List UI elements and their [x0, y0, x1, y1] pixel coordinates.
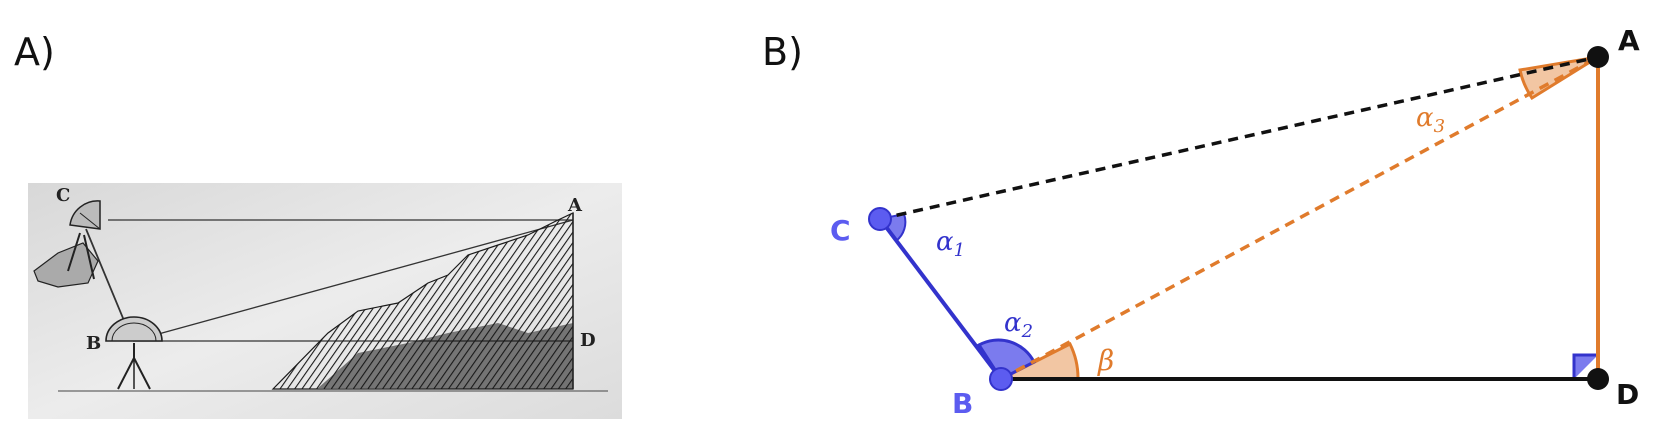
segment-ba [1000, 55, 1599, 381]
engraving-label-b: B [86, 333, 101, 354]
label-point-a: A [1618, 24, 1640, 57]
panel-b-label: B) [762, 30, 803, 74]
sight-line-ba [132, 219, 574, 342]
label-beta: β [1097, 344, 1114, 377]
segment-cb [878, 217, 1003, 381]
angle-alpha3-fill [1518, 55, 1599, 101]
label-alpha2: α2 [1004, 308, 1033, 342]
label-point-c: C [830, 214, 851, 247]
point-c [868, 207, 892, 231]
segment-ca [879, 55, 1599, 221]
point-b [989, 367, 1013, 391]
angle-alpha2-fill [976, 338, 1037, 381]
label-point-d: D [1616, 378, 1639, 411]
engraving-label-a: A [567, 195, 583, 216]
mountain-shading [318, 323, 573, 389]
label-point-b: B [952, 387, 973, 420]
point-a [1587, 46, 1609, 68]
right-angle-marker [1572, 353, 1598, 379]
angle-beta-fill [1000, 341, 1080, 381]
engraving-label-c: C [56, 185, 70, 206]
lower-instrument [105, 316, 163, 390]
panel-a-label: A) [14, 30, 55, 74]
engraving-label-d: D [580, 330, 596, 351]
sight-line-cb [85, 228, 131, 336]
angle-alpha1-fill [878, 212, 907, 243]
label-alpha3: α3 [1416, 103, 1445, 137]
point-d [1587, 368, 1609, 390]
engraving-illustration: C A B D [28, 183, 622, 419]
label-alpha1: α1 [936, 227, 965, 261]
upper-instrument [33, 200, 101, 288]
